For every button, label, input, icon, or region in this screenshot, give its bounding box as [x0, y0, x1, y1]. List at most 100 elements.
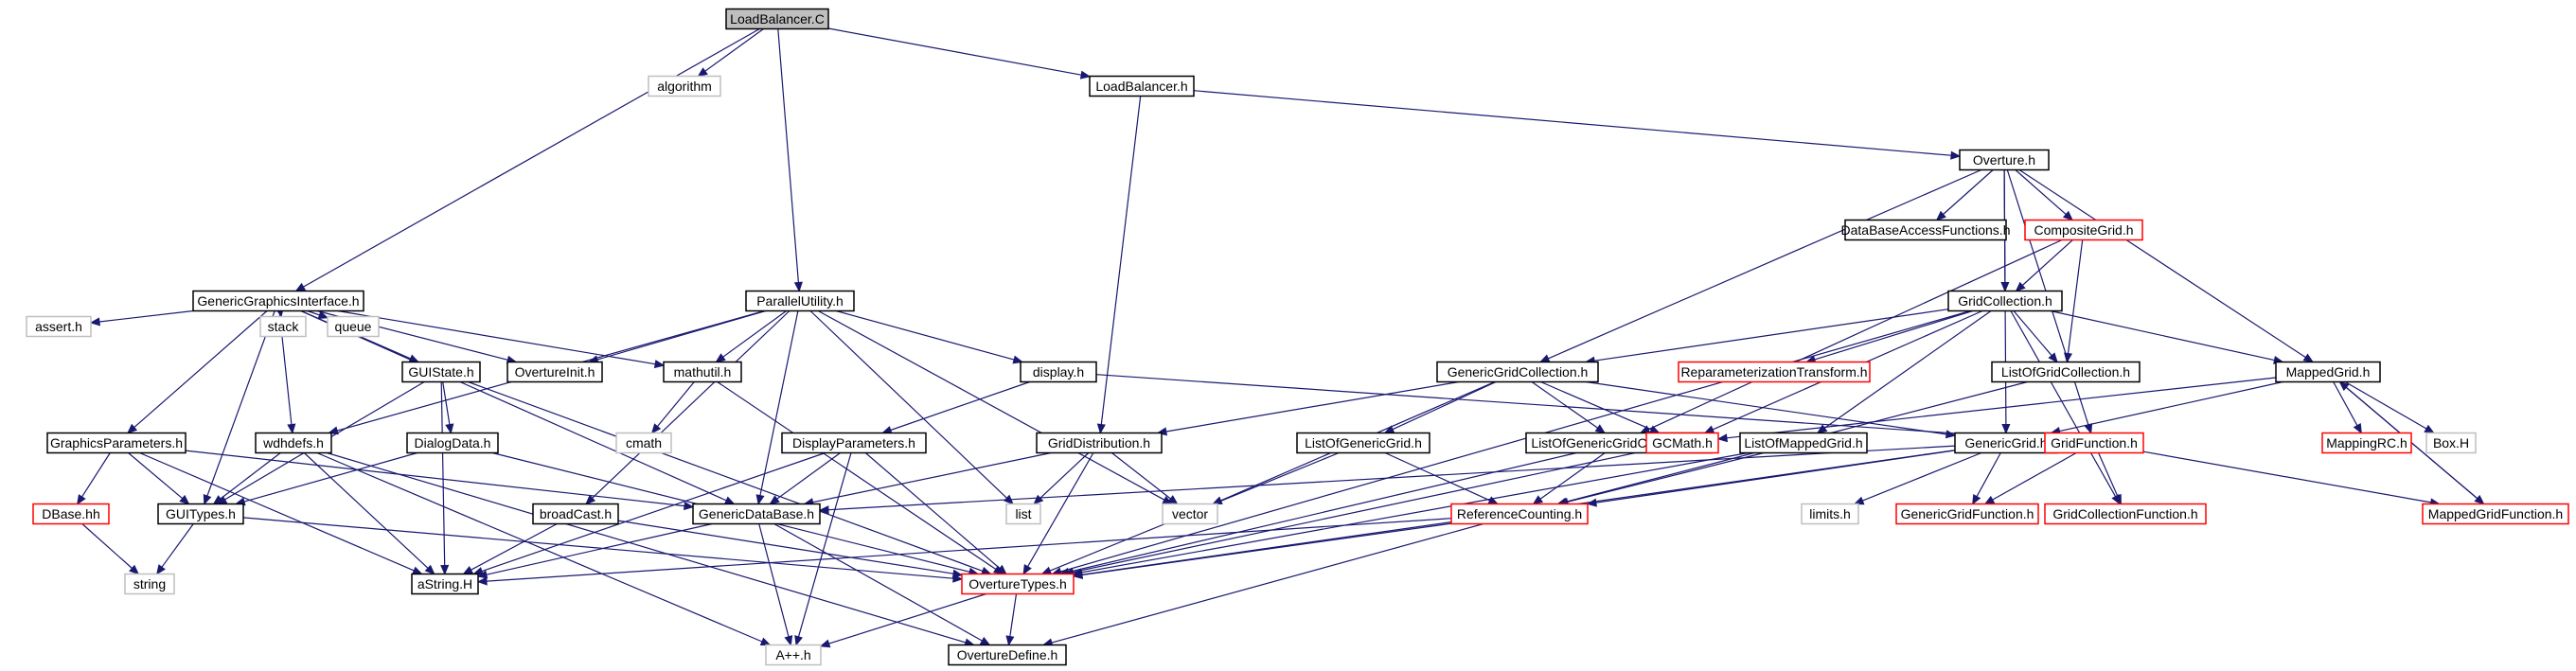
node-genericgrid-h[interactable]: GenericGrid.h	[1954, 432, 2058, 454]
edge-guitypes-h-to-overturetypes-h	[242, 517, 964, 583]
node-overturetypes-h[interactable]: OvertureTypes.h	[961, 573, 1075, 595]
edge-wdhdefs-h-to-guitypes-h	[212, 452, 281, 505]
node-gridfunction-h[interactable]: GridFunction.h	[2044, 432, 2144, 454]
node-label: vector	[1172, 506, 1208, 521]
node-list: list	[1005, 503, 1041, 525]
node-griddistribution-h[interactable]: GridDistribution.h	[1036, 432, 1163, 454]
node-label: MappedGridFunction.h	[2428, 506, 2563, 521]
node-reparameterizationtransform-h[interactable]: ReparameterizationTransform.h	[1678, 361, 1871, 383]
node-gridcollectionfunction-h[interactable]: GridCollectionFunction.h	[2044, 503, 2207, 525]
edge-griddistribution-h-to-overturetypes-h	[1022, 452, 1094, 575]
edge-gridcollection-h-to-mappedgrid-h	[2050, 309, 2284, 364]
node-label: Box.H	[2433, 435, 2469, 450]
node-mappedgrid-h[interactable]: MappedGrid.h	[2275, 361, 2381, 383]
edge-loadbalancer-c-to-genericgraphicsinterface-h	[294, 27, 760, 292]
node-label: OvertureTypes.h	[968, 576, 1067, 592]
node-label: DialogData.h	[415, 435, 491, 450]
node-display-h[interactable]: display.h	[1020, 361, 1097, 383]
edge-griddistribution-h-to-genericdatabase-h	[803, 451, 1052, 507]
node-mappedgridfunction-h[interactable]: MappedGridFunction.h	[2422, 503, 2569, 525]
node-gcmath-h[interactable]: GCMath.h	[1645, 432, 1719, 454]
edge-wdhdefs-h-to-astring-h	[303, 452, 435, 575]
edge-listofmappedgrid-h-to-referencecounting-h	[1557, 451, 1765, 506]
node-mappingrc-h[interactable]: MappingRC.h	[2321, 432, 2412, 454]
edge-mappedgrid-h-to-gcmath-h	[1716, 377, 2277, 443]
node-overture-h[interactable]: Overture.h	[1959, 149, 2050, 171]
node-label: ListOfGenericGrid.h	[1305, 435, 1422, 450]
node-label: broadCast.h	[540, 506, 612, 521]
node-label: DataBaseAccessFunctions.h	[1841, 222, 2011, 238]
node-genericdatabase-h[interactable]: GenericDataBase.h	[692, 503, 821, 525]
edge-parallelutility-h-to-vector	[817, 309, 1173, 505]
node-label: ReferenceCounting.h	[1457, 506, 1582, 521]
edge-genericgraphicsinterface-h-to-mathutil-h	[337, 309, 666, 369]
node-referencecounting-h[interactable]: ReferenceCounting.h	[1450, 503, 1589, 525]
node-displayparameters-h[interactable]: DisplayParameters.h	[781, 432, 927, 454]
edge-guistate-h-to-dialogdata-h	[442, 381, 454, 434]
edge-genericgridcollection-h-to-griddistribution-h	[1156, 380, 1460, 436]
node-databaseaccessfunctions-h[interactable]: DataBaseAccessFunctions.h	[1841, 219, 2011, 241]
node-listofgridcollection-h[interactable]: ListOfGridCollection.h	[1991, 361, 2141, 383]
node-listofgenericgrid-h[interactable]: ListOfGenericGrid.h	[1296, 432, 1430, 454]
edge-mathutil-h-to-overturetypes-h	[717, 381, 1004, 575]
edge-griddistribution-h-to-vector	[1111, 452, 1179, 505]
edge-graphicsparameters-h-to-dbase-hh	[77, 452, 111, 505]
edge-parallelutility-h-to-genericdatabase-h	[755, 310, 799, 505]
edge-gridcollection-h-to-listofgridcollection-h	[2013, 310, 2058, 363]
edge-gridcollection-h-to-genericgridcollection-h	[1584, 309, 1949, 365]
node-broadcast-h[interactable]: broadCast.h	[532, 503, 619, 525]
node-label: GUIState.h	[408, 364, 473, 380]
edge-wdhdefs-h-to-app-h	[316, 451, 772, 645]
node-genericgridcollection-h[interactable]: GenericGridCollection.h	[1436, 361, 1599, 383]
node-algorithm: algorithm	[648, 75, 721, 97]
node-genericgridfunction-h[interactable]: GenericGridFunction.h	[1895, 503, 2039, 525]
node-loadbalancer-h[interactable]: LoadBalancer.h	[1089, 75, 1195, 97]
node-label: GUITypes.h	[166, 506, 236, 521]
node-astring-h[interactable]: aString.H	[411, 573, 479, 595]
node-label: queue	[335, 319, 372, 334]
node-compositegrid-h[interactable]: CompositeGrid.h	[2024, 219, 2143, 241]
node-wdhdefs-h[interactable]: wdhdefs.h	[255, 432, 332, 454]
edge-displayparameters-h-to-genericdatabase-h	[769, 452, 841, 505]
node-label: GenericGrid.h	[1964, 435, 2047, 450]
edge-genericgridcollection-h-to-listofgenericgridcollection-h	[1531, 381, 1607, 434]
node-overtureinit-h[interactable]: OvertureInit.h	[506, 361, 603, 383]
node-listofmappedgrid-h[interactable]: ListOfMappedGrid.h	[1739, 432, 1868, 454]
edge-displayparameters-h-to-overturetypes-h	[864, 452, 1007, 575]
node-overturedefine-h[interactable]: OvertureDefine.h	[948, 644, 1067, 666]
node-label: OvertureInit.h	[515, 364, 595, 380]
edge-referencecounting-h-to-astring-h	[476, 518, 1452, 586]
edge-display-h-to-displayparameters-h	[880, 380, 1030, 434]
edge-gridfunction-h-to-gridcollectionfunction-h	[2098, 452, 2122, 505]
node-mathutil-h[interactable]: mathutil.h	[663, 361, 742, 383]
edge-genericgrid-h-to-limits-h	[1853, 451, 1982, 505]
node-parallelutility-h[interactable]: ParallelUtility.h	[745, 290, 855, 312]
edge-overturetypes-h-to-overturedefine-h	[1005, 593, 1018, 646]
node-gridcollection-h[interactable]: GridCollection.h	[1947, 290, 2063, 312]
edge-griddistribution-h-to-list	[1033, 452, 1090, 505]
node-dialogdata-h[interactable]: DialogData.h	[406, 432, 499, 454]
node-label: ReparameterizationTransform.h	[1680, 364, 1867, 380]
node-guistate-h[interactable]: GUIState.h	[401, 361, 481, 383]
edge-parallelutility-h-to-list	[809, 310, 1014, 505]
node-label: limits.h	[1809, 506, 1851, 521]
node-genericgraphicsinterface-h[interactable]: GenericGraphicsInterface.h	[192, 290, 364, 312]
edge-overture-h-to-compositegrid-h	[2015, 169, 2074, 221]
node-label: ListOfGridCollection.h	[2001, 364, 2130, 380]
edge-overture-h-to-genericgridcollection-h	[1538, 168, 1982, 363]
node-graphicsparameters-h[interactable]: GraphicsParameters.h	[46, 432, 187, 454]
edge-mathutil-h-to-cmath	[650, 381, 695, 434]
node-label: GenericGridCollection.h	[1448, 364, 1589, 380]
edge-loadbalancer-h-to-overture-h	[1193, 90, 1962, 160]
node-app-h: A++.h	[765, 644, 822, 666]
node-label: DisplayParameters.h	[792, 435, 915, 450]
node-dbase-hh[interactable]: DBase.hh	[32, 503, 110, 525]
node-loadbalancer-c[interactable]: LoadBalancer.C	[725, 8, 829, 30]
edge-gridfunction-h-to-genericgridfunction-h	[1983, 451, 2077, 505]
node-guitypes-h[interactable]: GUITypes.h	[157, 503, 244, 525]
node-label: cmath	[626, 435, 662, 450]
node-queue: queue	[327, 315, 380, 338]
edge-parallelutility-h-to-display-h	[836, 309, 1024, 364]
edge-parallelutility-h-to-mathutil-h	[715, 310, 787, 363]
node-label: GridDistribution.h	[1048, 435, 1150, 450]
